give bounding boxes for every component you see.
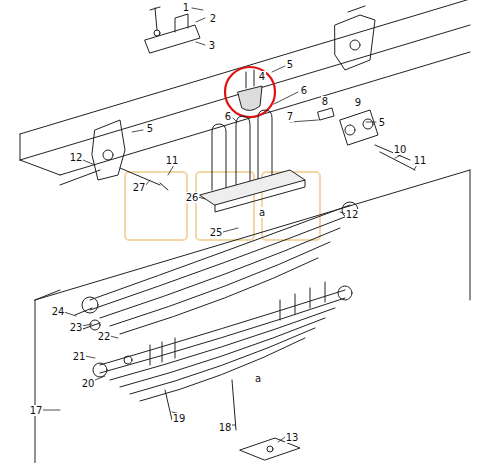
callout-number: 21 <box>72 351 87 362</box>
callout-number: 5 <box>286 59 294 70</box>
bolt <box>60 152 415 430</box>
callout-number: 2 <box>209 13 217 24</box>
callout-number: 27 <box>132 182 147 193</box>
spring-plate <box>200 170 305 212</box>
callout-number: 4 <box>258 71 266 82</box>
callout-number: 25 <box>209 227 224 238</box>
callout-number: 12 <box>345 209 360 220</box>
callout-number: 10 <box>393 144 408 155</box>
callout-number: 26 <box>185 192 200 203</box>
callout-number: 12 <box>69 152 84 163</box>
shackle <box>318 108 410 160</box>
callout-number: 7 <box>286 111 294 122</box>
note-mark: a <box>254 373 262 384</box>
leader-line <box>42 8 417 442</box>
spring-hanger <box>335 6 375 70</box>
callout-number: 6 <box>300 85 308 96</box>
callout-number: 9 <box>354 97 362 108</box>
callout-number: 1 <box>182 2 190 13</box>
callout-number: 6 <box>224 111 232 122</box>
callout-number: 5 <box>146 123 154 134</box>
callout-number: 17 <box>29 405 44 416</box>
callout-number: 5 <box>378 117 386 128</box>
clip-bracket <box>145 7 200 53</box>
callout-number: 22 <box>97 331 112 342</box>
frame-rail <box>20 0 470 463</box>
note-mark: a <box>258 207 266 218</box>
leaf-spring <box>93 286 352 401</box>
callout-number: 23 <box>69 322 84 333</box>
callout-number: 11 <box>413 155 428 166</box>
callout-number: 18 <box>218 422 233 433</box>
spring-clip <box>150 282 325 365</box>
callout-number: 13 <box>285 432 300 443</box>
callout-number: 19 <box>172 413 187 424</box>
callout-number: 3 <box>208 40 216 51</box>
callout-number: 11 <box>165 155 180 166</box>
callout-number: 24 <box>51 306 66 317</box>
highlight-circle <box>225 67 275 117</box>
callout-number: 20 <box>81 378 96 389</box>
callout-number: 8 <box>321 96 329 107</box>
